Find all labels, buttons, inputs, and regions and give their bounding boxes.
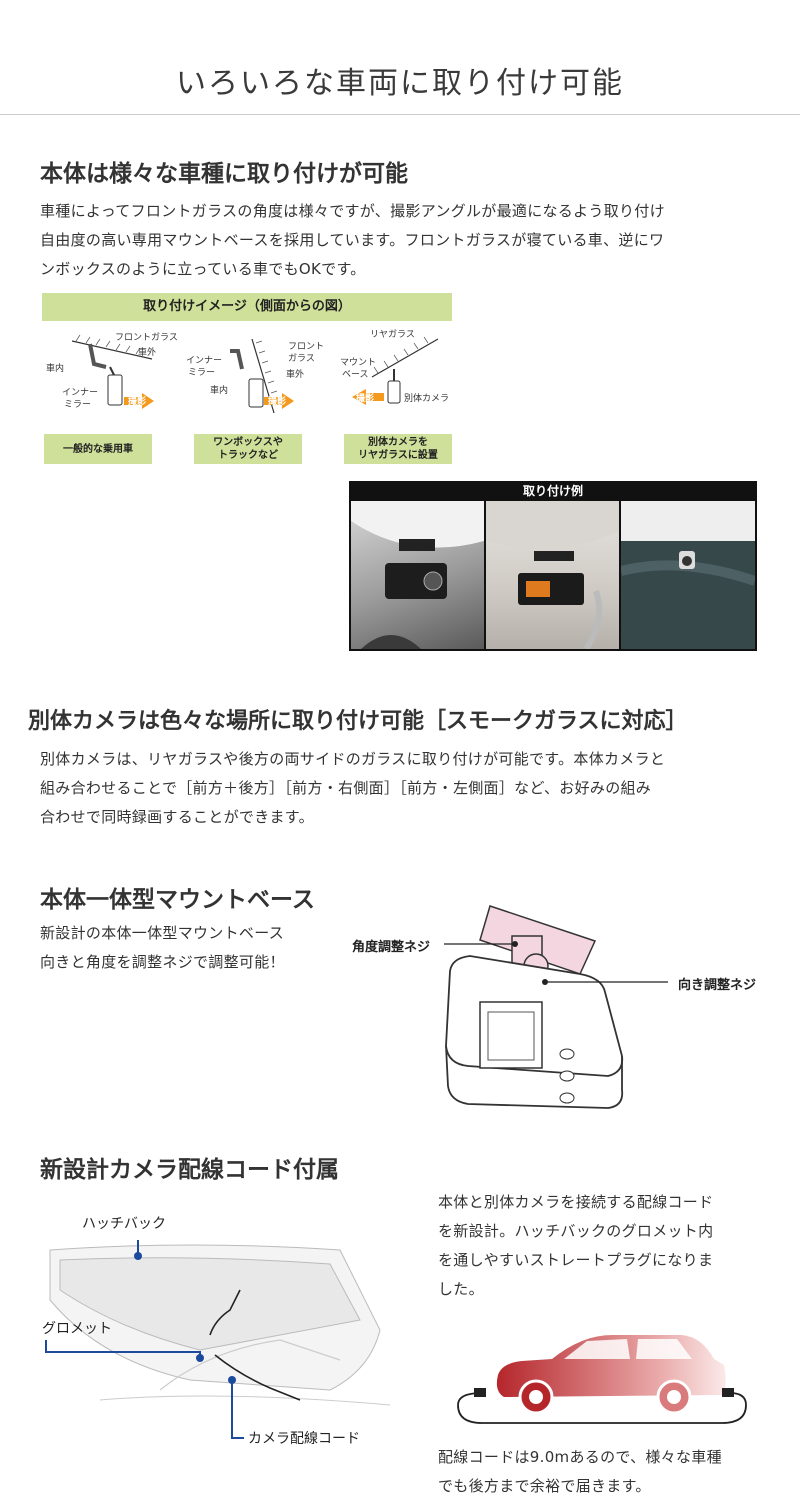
caption-2: ワンボックスや トラックなど xyxy=(194,434,302,464)
caption-2-line-1: ワンボックスや xyxy=(213,437,283,448)
page-title: いろいろな車両に取り付け可能 xyxy=(176,66,624,101)
panel-2-illustration: フロント ガラス インナー ミラー 車外 車内 撮影 xyxy=(186,338,324,414)
dashcam-illustration xyxy=(445,905,624,1109)
photo-sedan-image xyxy=(351,501,484,649)
caption-3: 別体カメラを リヤガラスに設置 xyxy=(344,434,452,464)
p2-outside-label: 車外 xyxy=(286,368,304,380)
section4-heading: 新設計カメラ配線コード付属 xyxy=(40,1156,339,1183)
p2-shoot-label: 撮影 xyxy=(268,395,286,407)
p2-windshield-label-2: ガラス xyxy=(288,353,315,364)
section1-text: 車種によってフロントガラスの角度は様々ですが、撮影アングルが最適になるよう取り付… xyxy=(40,197,665,284)
section4-line-4: した。 xyxy=(438,1280,484,1298)
photo-rear-glass xyxy=(621,501,755,649)
section4-bottom-text: 配線コードは9.0mあるので、様々な車種 でも後方まで余裕で届きます。 xyxy=(438,1443,722,1501)
p1-windshield-label: フロントガラス xyxy=(115,332,178,343)
caption-2-line-2: トラックなど xyxy=(218,450,278,461)
p2-mirror-label-2: ミラー xyxy=(188,367,215,378)
p1-mirror-label-1: インナー xyxy=(62,387,98,398)
section3-text: 新設計の本体一体型マウントベース 向きと角度を調整ネジで調整可能！ xyxy=(40,919,285,977)
p1-shoot-label: 撮影 xyxy=(128,395,146,407)
section2-text: 別体カメラは、リヤガラスや後方の両サイドのガラスに取り付けが可能です。本体カメラ… xyxy=(40,745,665,832)
p3-camera-label: 別体カメラ xyxy=(404,392,449,404)
section4-bottom-line-1: 配線コードは9.0mあるので、様々な車種 xyxy=(438,1448,722,1466)
title-divider xyxy=(0,114,800,115)
section4-line-1: 本体と別体カメラを接続する配線コード xyxy=(438,1193,714,1211)
p3-mount-label-2: ベース xyxy=(342,370,369,380)
section3-line-1: 新設計の本体一体型マウントベース xyxy=(40,924,285,942)
photo-van xyxy=(486,501,619,649)
diagram-banner: 取り付けイメージ（側面からの図） xyxy=(42,293,452,321)
section3-line-2: 向きと角度を調整ネジで調整可能！ xyxy=(40,953,285,971)
panel-3-illustration: リヤガラス マウント ベース 撮影 別体カメラ xyxy=(340,329,449,405)
caption-3-line-2: リヤガラスに設置 xyxy=(358,450,438,461)
photos-header: 取り付け例 xyxy=(522,484,583,498)
hatchback-label: ハッチバック xyxy=(82,1216,166,1232)
angle-screw-label: 角度調整ネジ xyxy=(352,940,431,955)
p2-windshield-label-1: フロント xyxy=(288,342,324,352)
photo-rear-glass-image xyxy=(621,501,755,649)
panel-1-illustration: フロントガラス 車外 車内 インナー ミラー 撮影 xyxy=(46,332,178,410)
section4-bottom-line-2: でも後方まで余裕で届きます。 xyxy=(438,1477,651,1495)
direction-screw-label: 向き調整ネジ xyxy=(678,978,757,993)
section3-heading: 本体一体型マウントベース xyxy=(40,886,315,913)
section2-line-3: 合わせで同時録画することができます。 xyxy=(40,808,314,826)
section1-heading: 本体は様々な車種に取り付けが可能 xyxy=(40,160,408,187)
section2-line-2: 組み合わせることで［前方＋後方］［前方・右側面］［前方・左側面］など、お好みの組… xyxy=(40,779,652,797)
p2-mirror-label-1: インナー xyxy=(186,355,222,366)
section2-heading: 別体カメラは色々な場所に取り付け可能［スモークガラスに対応］ xyxy=(28,708,688,734)
p3-rear-glass-label: リヤガラス xyxy=(370,329,415,340)
p1-outside-label: 車外 xyxy=(138,346,156,358)
photo-van-image xyxy=(486,501,619,649)
section4-line-2: を新設計。ハッチバックのグロメット内 xyxy=(438,1222,714,1240)
p1-inside-label: 車内 xyxy=(46,362,64,374)
camera-cord-label: カメラ配線コード xyxy=(248,1431,360,1447)
caption-1: 一般的な乗用車 xyxy=(44,434,152,464)
section4-line-3: を通しやすいストレートプラグになりま xyxy=(438,1251,714,1269)
callout-lines xyxy=(444,941,668,985)
section1-line-1: 車種によってフロントガラスの角度は様々ですが、撮影アングルが最適になるよう取り付… xyxy=(40,202,665,220)
p3-shoot-label: 撮影 xyxy=(356,392,374,404)
mount-illustrations: フロントガラス 車外 車内 インナー ミラー 撮影 フロント ガラス インナー … xyxy=(46,329,449,414)
grommet-label: グロメット xyxy=(42,1321,112,1337)
mount-diagram: 取り付けイメージ（側面からの図） フロントガラス 車外 車内 インナー ミラー … xyxy=(42,293,452,473)
caption-1-text: 一般的な乗用車 xyxy=(63,443,133,455)
car-cord-illustration xyxy=(457,1335,747,1424)
photo-sedan xyxy=(351,501,484,649)
p3-mount-label-1: マウント xyxy=(340,357,376,368)
hatchback-diagram xyxy=(45,1240,391,1439)
p1-mirror-label-2: ミラー xyxy=(64,399,91,410)
installation-photos: 取り付け例 xyxy=(349,481,757,651)
caption-3-line-1: 別体カメラを xyxy=(368,437,428,448)
p2-inside-label: 車内 xyxy=(210,384,228,396)
section1-line-3: ンボックスのように立っている車でもOKです。 xyxy=(40,260,366,278)
section2-line-1: 別体カメラは、リヤガラスや後方の両サイドのガラスに取り付けが可能です。本体カメラ… xyxy=(40,750,666,768)
section1-line-2: 自由度の高い専用マウントベースを採用しています。フロントガラスが寝ている車、逆に… xyxy=(40,231,665,249)
section4-text: 本体と別体カメラを接続する配線コード を新設計。ハッチバックのグロメット内 を通… xyxy=(438,1188,713,1304)
